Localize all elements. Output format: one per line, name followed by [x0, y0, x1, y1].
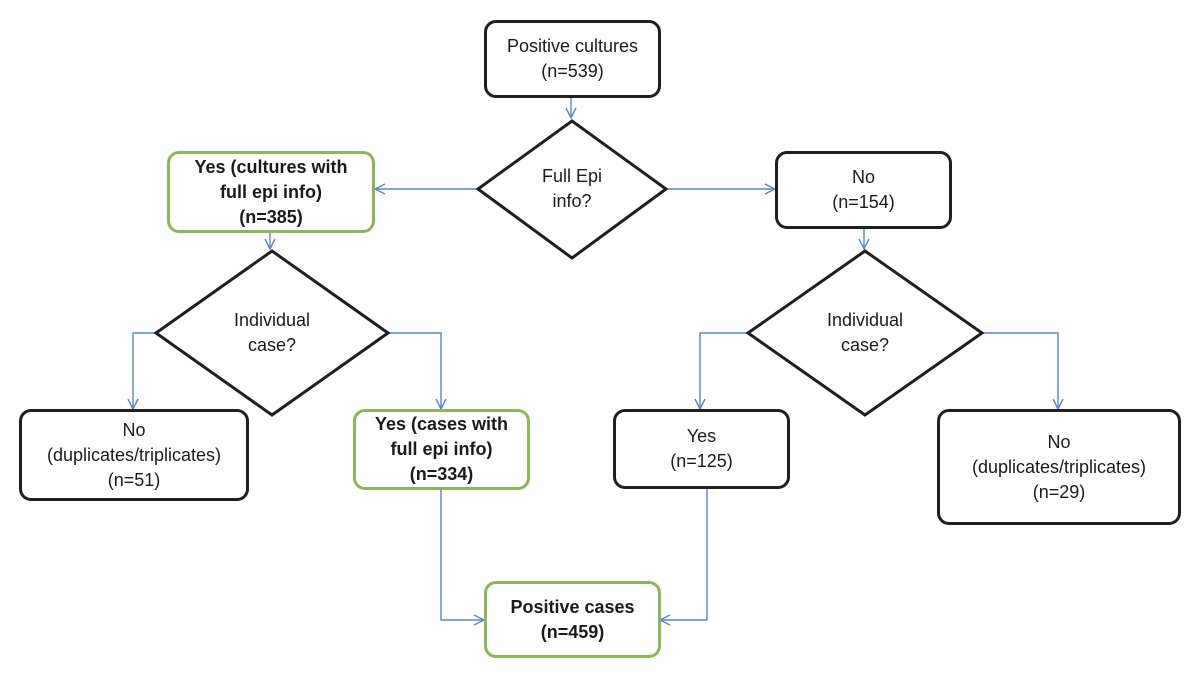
no-duplicates-left-count: (n=51) — [107, 469, 161, 490]
connector-right-decision-to-no — [982, 332, 1058, 409]
yes-right-box: Yes (n=125) — [613, 409, 790, 489]
individual-case-right-line1: Individual — [826, 310, 904, 330]
positive-cases-label: Positive cases — [510, 596, 635, 617]
no-duplicates-right-count: (n=29) — [1032, 481, 1086, 502]
yes-full-epi-count: (n=385) — [239, 206, 303, 227]
full-epi-decision-line1: Full Epi — [541, 166, 603, 186]
positive-cases-count: (n=459) — [540, 621, 605, 642]
no-duplicates-left-detail: (duplicates/triplicates) — [46, 444, 222, 465]
connector-right-decision-to-yes — [700, 332, 748, 409]
positive-cultures-count: (n=539) — [541, 61, 604, 81]
yes-right-label: Yes — [686, 426, 717, 446]
positive-cases-box: Positive cases (n=459) — [484, 581, 661, 658]
yes-cases-full-epi-line2: full epi info) — [390, 439, 493, 459]
connector-left-decision-to-yes — [388, 332, 441, 409]
yes-full-epi-line1: Yes (cultures with — [194, 156, 348, 177]
individual-case-left-line1: Individual — [233, 310, 311, 330]
connector-yes-cases-to-positive — [440, 490, 484, 620]
decision-diamond-individual-right — [745, 249, 985, 417]
yes-cases-full-epi-line1: Yes (cases with — [374, 414, 509, 434]
no-duplicates-right-box: No (duplicates/triplicates) (n=29) — [937, 409, 1181, 525]
connector-yes-right-to-positive — [660, 489, 708, 620]
individual-case-right-line2: case? — [840, 335, 890, 355]
yes-full-epi-box: Yes (cultures with full epi info) (n=385… — [167, 151, 375, 233]
no-duplicates-right-label: No — [1047, 431, 1071, 452]
yes-full-epi-line2: full epi info) — [220, 181, 322, 202]
positive-cultures-box: Positive cultures (n=539) — [484, 20, 661, 98]
connector-left-decision-to-no — [133, 332, 156, 409]
no-epi-box: No (n=154) — [775, 151, 952, 229]
no-epi-count: (n=154) — [832, 192, 895, 212]
individual-case-left-label: Individual case? — [202, 303, 342, 363]
yes-cases-full-epi-box: Yes (cases with full epi info) (n=334) — [353, 409, 530, 490]
individual-case-right-label: Individual case? — [795, 303, 935, 363]
decision-diamond-full-epi — [475, 119, 669, 260]
positive-cultures-label: Positive cultures — [506, 36, 639, 56]
no-duplicates-left-label: No — [122, 419, 146, 440]
decision-diamond-individual-left — [153, 249, 391, 417]
yes-cases-full-epi-count: (n=334) — [409, 464, 474, 484]
no-duplicates-left-box: No (duplicates/triplicates) (n=51) — [19, 409, 249, 501]
full-epi-decision-line2: info? — [552, 191, 592, 211]
no-duplicates-right-detail: (duplicates/triplicates) — [971, 456, 1147, 477]
full-epi-decision-label: Full Epi info? — [502, 154, 642, 224]
yes-right-count: (n=125) — [670, 451, 733, 471]
individual-case-left-line2: case? — [247, 335, 297, 355]
no-epi-label: No — [851, 167, 875, 187]
